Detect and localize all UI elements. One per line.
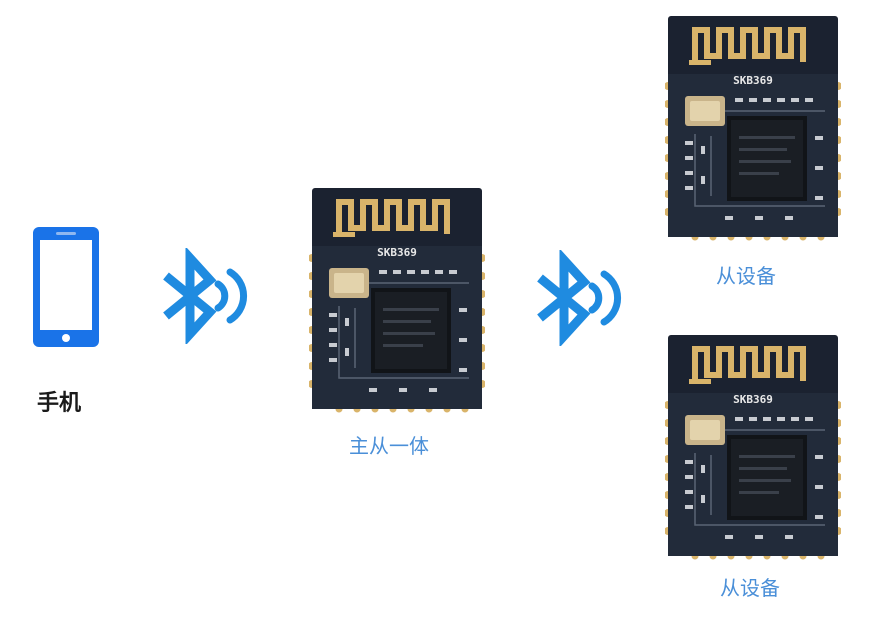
smartphone-icon	[33, 227, 99, 347]
phone-label: 手机	[37, 391, 82, 416]
bluetooth-icon	[537, 250, 622, 346]
chip-marking: SKB369	[733, 393, 773, 406]
slave-top-label: 从设备	[716, 264, 776, 288]
chip-marking: SKB369	[733, 74, 773, 87]
master-module: SKB369	[309, 188, 485, 414]
bluetooth-link-1	[158, 248, 258, 344]
bluetooth-icon	[163, 248, 248, 344]
slave-module-bottom: SKB369	[665, 335, 841, 561]
master-label: 主从一体	[349, 434, 429, 458]
slave-module-top: SKB369	[665, 16, 841, 242]
slave-bottom-label: 从设备	[720, 576, 780, 600]
phone-node	[32, 226, 100, 348]
bluetooth-link-2	[532, 250, 632, 346]
chip-marking: SKB369	[377, 246, 417, 259]
